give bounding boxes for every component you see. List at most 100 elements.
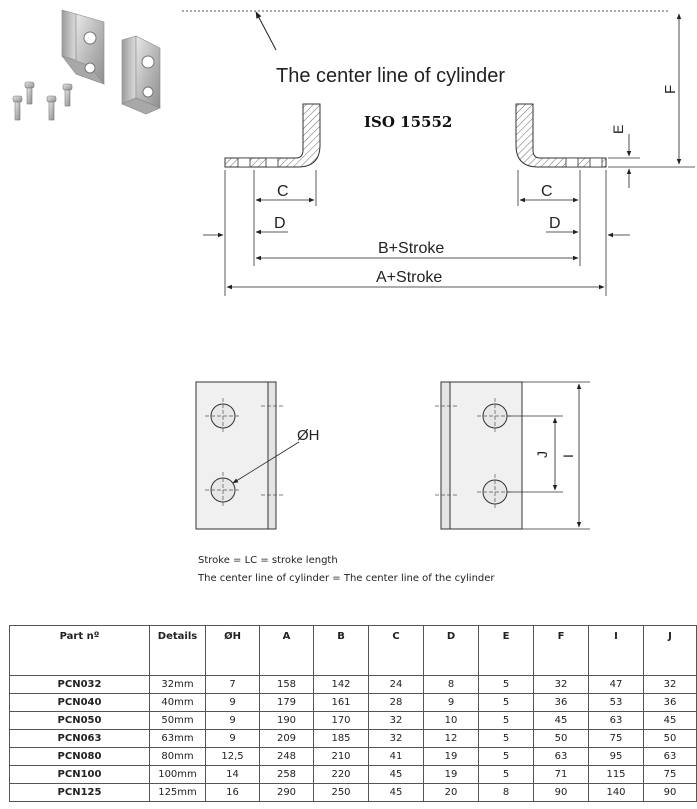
cell-part-number: PCN080 [9, 747, 150, 766]
cell-d: 20 [423, 783, 479, 802]
cell-d: 10 [423, 711, 479, 730]
cell-h: 7 [205, 675, 260, 694]
centerline-label: The center line of cylinder [276, 65, 505, 87]
cell-c: 32 [368, 729, 424, 748]
cell-j: 63 [643, 747, 697, 766]
dim-i-label: I [560, 454, 576, 458]
cell-i: 63 [588, 711, 644, 730]
cell-i: 95 [588, 747, 644, 766]
screws-photo [12, 81, 73, 121]
col-a: A [259, 625, 314, 676]
cell-f: 50 [533, 729, 589, 748]
side-view-drawing: The center line of cylinder ISO 15552 C … [182, 10, 695, 296]
cell-f: 32 [533, 675, 589, 694]
table-row: PCN050 50mm 9 190 170 32 10 5 45 63 45 [9, 711, 697, 730]
dim-j-label: J [534, 451, 550, 458]
col-part-number: Part nº [9, 625, 150, 676]
cell-b: 210 [313, 747, 369, 766]
cell-part-number: PCN040 [9, 693, 150, 712]
notes: Stroke = LC = stroke length The center l… [198, 552, 495, 587]
cell-details: 40mm [149, 693, 206, 712]
cell-a: 179 [259, 693, 314, 712]
table-row: PCN080 80mm 12,5 248 210 41 19 5 63 95 6… [9, 747, 697, 766]
cell-a: 290 [259, 783, 314, 802]
table-row: PCN100 100mm 14 258 220 45 19 5 71 115 7… [9, 765, 697, 784]
cell-j: 50 [643, 729, 697, 748]
cell-d: 19 [423, 765, 479, 784]
cell-b: 170 [313, 711, 369, 730]
cell-details: 100mm [149, 765, 206, 784]
cell-c: 32 [368, 711, 424, 730]
table-row: PCN040 40mm 9 179 161 28 9 5 36 53 36 [9, 693, 697, 712]
cell-details: 32mm [149, 675, 206, 694]
table-header-row: Part nº Details ØH A B C D E F I J [9, 625, 697, 676]
cell-h: 16 [205, 783, 260, 802]
cell-f: 36 [533, 693, 589, 712]
dim-e-label: E [610, 125, 626, 134]
cell-j: 32 [643, 675, 697, 694]
cell-c: 28 [368, 693, 424, 712]
col-c: C [368, 625, 424, 676]
foot-bracket-photo-left [61, 9, 105, 85]
cell-b: 185 [313, 729, 369, 748]
cell-details: 50mm [149, 711, 206, 730]
front-view-drawing: ØH J I [195, 381, 590, 530]
cell-part-number: PCN100 [9, 765, 150, 784]
cell-i: 47 [588, 675, 644, 694]
col-f: F [533, 625, 589, 676]
col-details: Details [149, 625, 206, 676]
cell-i: 140 [588, 783, 644, 802]
dim-f-label: F [662, 85, 679, 94]
cell-f: 90 [533, 783, 589, 802]
cell-e: 8 [478, 783, 534, 802]
cell-i: 115 [588, 765, 644, 784]
cell-part-number: PCN063 [9, 729, 150, 748]
cell-f: 45 [533, 711, 589, 730]
col-i: I [588, 625, 644, 676]
cell-details: 125mm [149, 783, 206, 802]
dim-d-left-label: D [274, 215, 286, 232]
cell-h: 9 [205, 693, 260, 712]
foot-bracket-photo-right [121, 35, 161, 115]
left-bracket-profile [224, 103, 321, 168]
standard-label: ISO 15552 [364, 113, 452, 131]
cell-d: 8 [423, 675, 479, 694]
cell-h: 14 [205, 765, 260, 784]
cell-b: 250 [313, 783, 369, 802]
cell-c: 41 [368, 747, 424, 766]
right-front-plate [435, 381, 523, 530]
note-centerline: The center line of cylinder = The center… [198, 572, 495, 584]
cell-part-number: PCN032 [9, 675, 150, 694]
cell-a: 258 [259, 765, 314, 784]
cell-h: 9 [205, 729, 260, 748]
cell-j: 90 [643, 783, 697, 802]
table-row: PCN032 32mm 7 158 142 24 8 5 32 47 32 [9, 675, 697, 694]
product-photo [12, 9, 161, 121]
cell-b: 142 [313, 675, 369, 694]
dim-c-left-label: C [277, 183, 289, 200]
cell-part-number: PCN050 [9, 711, 150, 730]
cell-i: 53 [588, 693, 644, 712]
cell-part-number: PCN125 [9, 783, 150, 802]
cell-d: 19 [423, 747, 479, 766]
cell-e: 5 [478, 765, 534, 784]
col-b: B [313, 625, 369, 676]
cell-h: 9 [205, 711, 260, 730]
cell-h: 12,5 [205, 747, 260, 766]
left-front-plate [195, 381, 283, 530]
cell-e: 5 [478, 693, 534, 712]
dimensions-table: Part nº Details ØH A B C D E F I J PCN03… [9, 625, 697, 802]
cell-c: 24 [368, 675, 424, 694]
cell-c: 45 [368, 783, 424, 802]
cell-i: 75 [588, 729, 644, 748]
cell-e: 5 [478, 711, 534, 730]
dim-c-right-label: C [541, 183, 553, 200]
cell-b: 220 [313, 765, 369, 784]
dim-d-right-label: D [549, 215, 561, 232]
col-e: E [478, 625, 534, 676]
table-row: PCN125 125mm 16 290 250 45 20 8 90 140 9… [9, 783, 697, 802]
cell-a: 158 [259, 675, 314, 694]
cell-details: 63mm [149, 729, 206, 748]
cell-a: 248 [259, 747, 314, 766]
cell-d: 9 [423, 693, 479, 712]
